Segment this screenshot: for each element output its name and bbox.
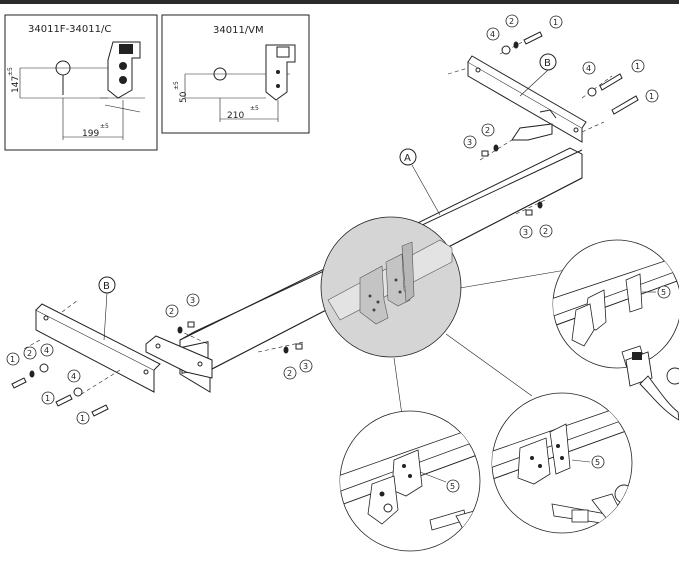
label-a: A	[404, 153, 411, 164]
bubble-1-right-a: 1	[631, 59, 645, 73]
inset-left-bracket	[107, 41, 141, 99]
bubble-3-mid: 3	[186, 293, 200, 307]
bubble-3-bar-top: 3	[463, 135, 477, 149]
svg-text:2: 2	[169, 307, 174, 316]
svg-text:5: 5	[450, 482, 455, 491]
inset-left-frame	[4, 14, 158, 151]
svg-text:1: 1	[45, 394, 50, 403]
detail-circle-bottom-right	[491, 392, 633, 534]
inset-right-title: 34011/VM	[213, 25, 264, 36]
inset-left-height: 147	[11, 76, 21, 93]
bubble-2-left: 2	[23, 346, 37, 360]
svg-text:1: 1	[635, 62, 640, 71]
bubble-4-left-a: 4	[40, 343, 54, 357]
inset-left-width-tol: ±5	[100, 123, 109, 130]
svg-text:4: 4	[586, 64, 591, 73]
inset-right-width: 210	[227, 111, 244, 121]
top-border	[0, 0, 679, 4]
svg-text:5: 5	[595, 458, 600, 467]
svg-text:2: 2	[27, 349, 32, 358]
magnified-bracket-zone	[320, 216, 462, 358]
label-b-left: B	[103, 281, 110, 292]
svg-text:3: 3	[523, 228, 528, 237]
bubble-2-bar-right: 2	[539, 224, 553, 238]
inset-right-bracket	[265, 44, 296, 101]
svg-text:1: 1	[553, 18, 558, 27]
svg-text:1: 1	[10, 355, 15, 364]
bubble-4-top: 4	[486, 27, 500, 41]
bubble-2-top: 2	[505, 14, 519, 28]
bubble-5-detail-right: 5	[657, 285, 671, 299]
inset-right-height-tol: ±5	[173, 81, 180, 90]
bubble-3-lower: 3	[299, 359, 313, 373]
right-mounting-plate	[447, 55, 605, 143]
svg-text:1: 1	[80, 414, 85, 423]
bubble-1-left-a: 1	[6, 352, 20, 366]
svg-text:2: 2	[485, 126, 490, 135]
bubble-5-detail-bottom-right: 5	[591, 455, 605, 469]
leader-detail-bottom-right	[445, 333, 533, 397]
bubble-1-left-b: 1	[41, 391, 55, 405]
svg-text:3: 3	[467, 138, 472, 147]
label-b-right: B	[544, 58, 551, 69]
label-a-circle	[399, 148, 417, 166]
svg-text:2: 2	[287, 369, 292, 378]
inset-left-height-tol: ±5	[7, 67, 14, 76]
inset-right-height: 50	[179, 91, 189, 103]
bubble-4-right: 4	[582, 61, 596, 75]
left-mounting-plate	[21, 299, 161, 396]
svg-text:3: 3	[303, 362, 308, 371]
hardware-top-right	[499, 31, 639, 115]
inset-right-frame	[161, 14, 310, 134]
svg-text:4: 4	[71, 372, 76, 381]
inset-right-width-tol: ±5	[250, 105, 259, 112]
part-number-bubbles: 2 1 4 4 1 1 2 3 3 2 2 3 2 3 1 2 4 4 1 1 …	[6, 14, 671, 493]
inset-left-title: 34011F-34011/C	[28, 24, 111, 35]
inset-right: 34011/VM 50 ±5 210 ±5	[161, 14, 310, 134]
detail-right-plug-and-ball	[625, 351, 679, 421]
bubble-2-bar-top: 2	[481, 123, 495, 137]
svg-text:5: 5	[661, 288, 666, 297]
bubble-5-detail-bottom-left: 5	[446, 479, 460, 493]
hardware-bar-top	[479, 139, 546, 216]
svg-text:3: 3	[190, 296, 195, 305]
leader-detail-bottom-left	[393, 357, 403, 416]
detail-circle-bottom-left	[339, 410, 481, 552]
svg-text:4: 4	[490, 30, 495, 39]
bubble-1-top: 1	[549, 15, 563, 29]
bubble-4-left-b: 4	[67, 369, 81, 383]
svg-text:1: 1	[649, 92, 654, 101]
bubble-2-lower: 2	[283, 366, 297, 380]
inset-left: 34011F-34011/C 147 ±5 199 ±5	[4, 14, 158, 151]
hardware-bottom-left	[11, 321, 305, 417]
bubble-1-left-c: 1	[76, 411, 90, 425]
bubble-3-bar-right: 3	[519, 225, 533, 239]
detail-circle-right	[552, 239, 679, 369]
svg-text:2: 2	[509, 17, 514, 26]
inset-left-width: 199	[82, 129, 99, 139]
leader-detail-right	[459, 269, 567, 289]
svg-text:4: 4	[44, 346, 49, 355]
svg-text:2: 2	[543, 227, 548, 236]
bubble-1-right-b: 1	[645, 89, 659, 103]
bubble-2-mid: 2	[165, 304, 179, 318]
